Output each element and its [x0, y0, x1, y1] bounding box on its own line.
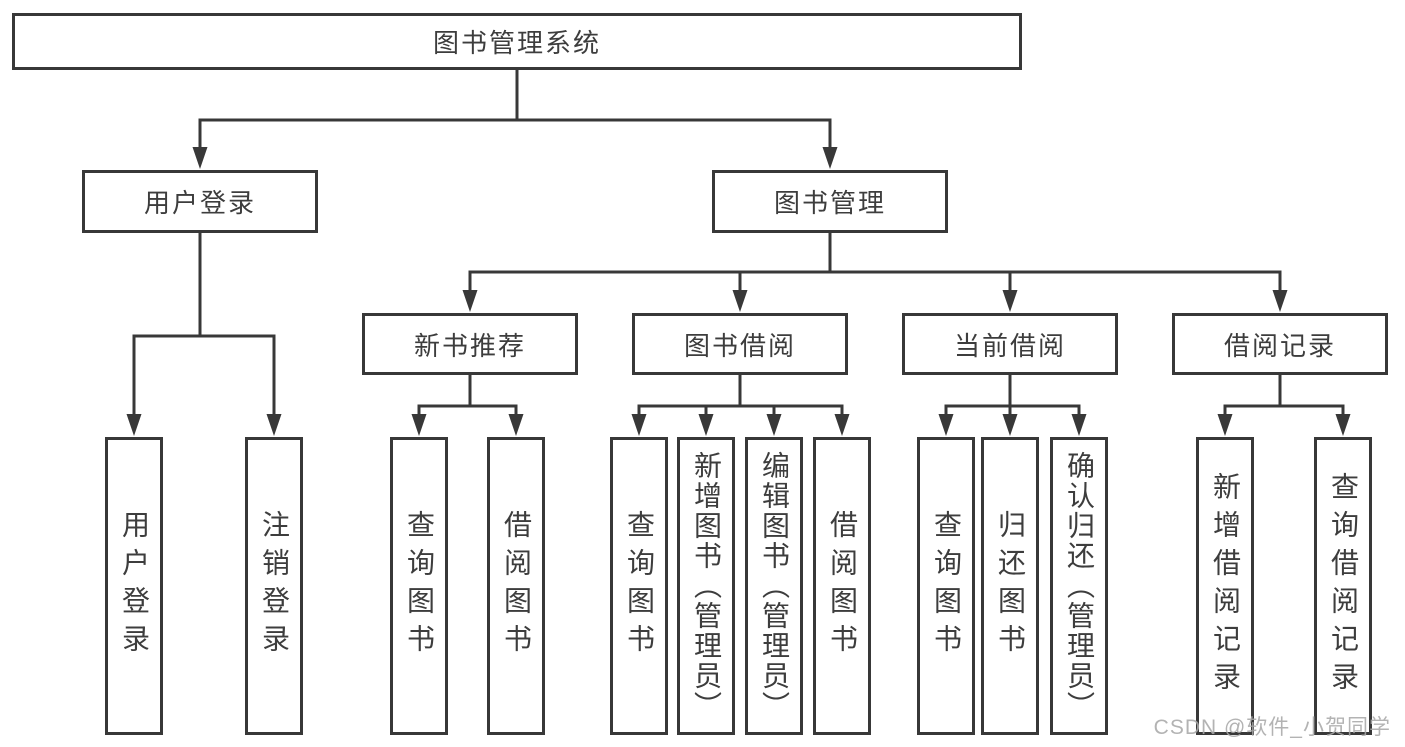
leaf-label: 归还图书: [995, 510, 1026, 662]
leaf-cb-confirm-return-admin: 确认归还（管理员）: [1050, 437, 1108, 735]
leaf-label: 借阅图书: [501, 510, 532, 662]
node-book-borrowing: 图书借阅: [632, 313, 848, 375]
leaf-label: 注销登录: [259, 510, 290, 662]
leaf-label: 新增图书（管理员）: [691, 451, 722, 721]
node-new-book-recommendation: 新书推荐: [362, 313, 578, 375]
leaf-cb-query-books: 查询图书: [917, 437, 975, 735]
leaf-user-login: 用户登录: [105, 437, 163, 735]
leaf-label: 编辑图书（管理员）: [759, 451, 790, 721]
watermark: CSDN @软件_小贺同学: [1153, 716, 1391, 739]
leaf-label: 用户登录: [119, 510, 150, 662]
node-borrowing-records: 借阅记录: [1172, 313, 1388, 375]
leaf-nbr-query-books: 查询图书: [390, 437, 448, 735]
node-user-login: 用户登录: [82, 170, 318, 233]
leaf-label: 查询图书: [624, 510, 655, 662]
node-current-borrowing: 当前借阅: [902, 313, 1118, 375]
node-book-management: 图书管理: [712, 170, 948, 233]
leaf-label: 查询借阅记录: [1328, 472, 1359, 700]
leaf-bb-edit-books-admin: 编辑图书（管理员）: [745, 437, 803, 735]
leaf-label: 借阅图书: [827, 510, 858, 662]
arrowhead-triangles: [126, 147, 1351, 436]
leaf-br-add-record: 新增借阅记录: [1196, 437, 1254, 735]
leaf-cb-return-books: 归还图书: [981, 437, 1039, 735]
leaf-br-query-record: 查询借阅记录: [1314, 437, 1372, 735]
leaf-bb-add-books-admin: 新增图书（管理员）: [677, 437, 735, 735]
leaf-label: 查询图书: [931, 510, 962, 662]
connector-path: [132, 68, 1345, 418]
leaf-bb-borrow-books: 借阅图书: [813, 437, 871, 735]
leaf-label: 确认归还（管理员）: [1064, 451, 1095, 721]
leaf-label: 查询图书: [404, 510, 435, 662]
leaf-bb-query-books: 查询图书: [610, 437, 668, 735]
leaf-logout-login: 注销登录: [245, 437, 303, 735]
leaf-label: 新增借阅记录: [1210, 472, 1241, 700]
leaf-nbr-borrow-books: 借阅图书: [487, 437, 545, 735]
node-library-management-system: 图书管理系统: [12, 13, 1022, 70]
